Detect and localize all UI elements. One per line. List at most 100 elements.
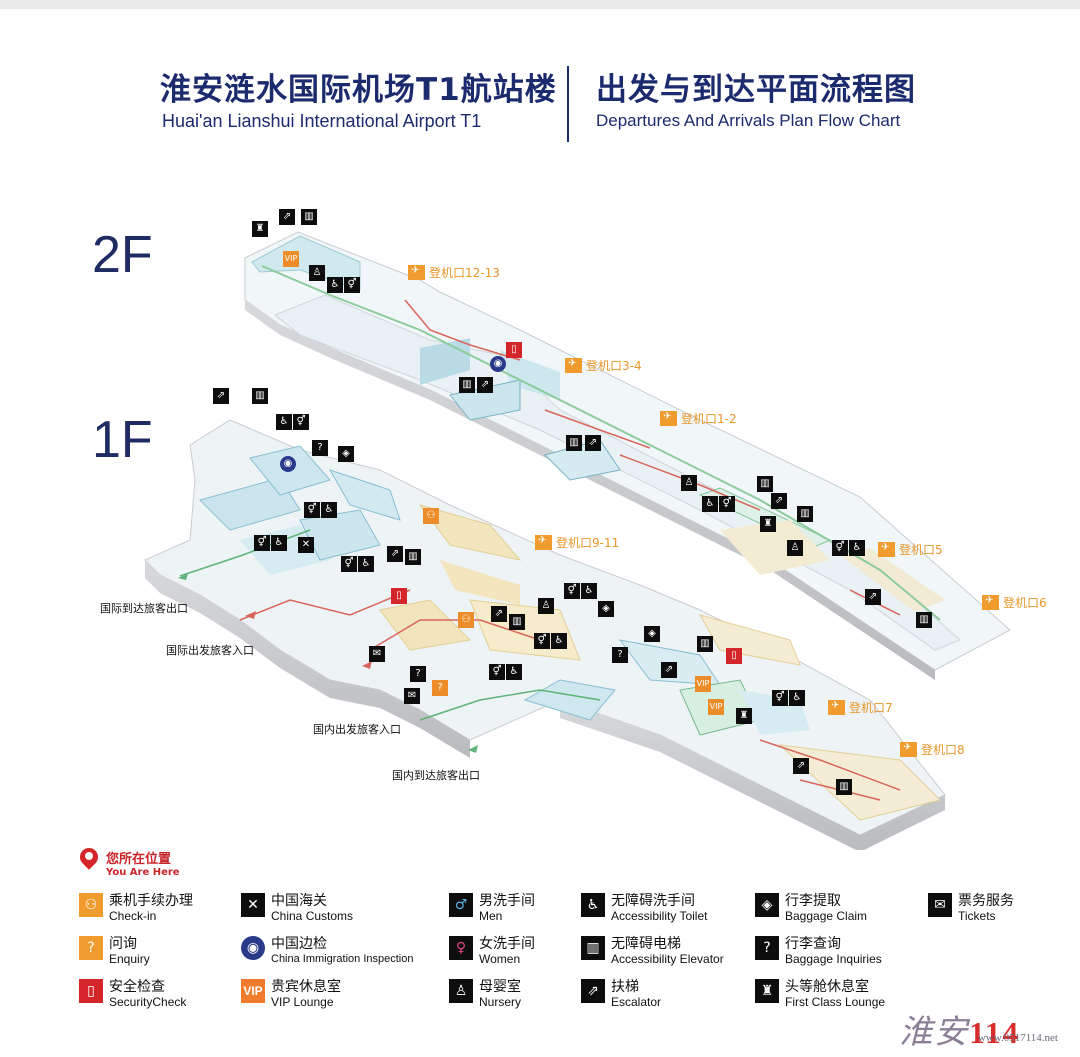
escalator-icon: ⇗: [491, 606, 507, 622]
nursery-icon: ♙: [449, 979, 473, 1003]
dom-arrival-exit-label: 国内到达旅客出口: [392, 769, 480, 782]
restroom-icon: ⚥: [489, 664, 505, 680]
accessibility-elevator-icon: ▥: [916, 612, 932, 628]
restroom-icon: ⚥: [719, 496, 735, 512]
security-check-icon: ▯: [79, 979, 103, 1003]
first-class-lounge-icon: ♜: [760, 516, 776, 532]
location-pin-icon: [79, 848, 99, 872]
accessibility-elevator-icon: ▥: [757, 476, 773, 492]
accessibility-toilet-icon: ♿: [271, 535, 287, 551]
nursery-icon: ♙: [538, 598, 554, 614]
restroom-icon: ⚥: [832, 540, 848, 556]
men-restroom-icon: ♂: [449, 893, 473, 917]
plane-icon: [660, 411, 677, 426]
you-are-here-legend: 您所在位置 You Are Here: [79, 848, 180, 878]
floor-2f-structure: [244, 231, 1011, 680]
chart-title-cn: 出发与到达平面流程图: [596, 72, 916, 108]
escalator-icon: ⇗: [477, 377, 493, 393]
first-class-lounge-icon: ♜: [755, 979, 779, 1003]
first-class-lounge-icon: ♜: [252, 221, 268, 237]
nursery-icon: ♙: [681, 475, 697, 491]
terminal-title-en: Huai'an Lianshui International Airport T…: [162, 111, 482, 131]
restroom-icon: ⚥: [341, 556, 357, 572]
gate-8-label: 登机口8: [900, 741, 965, 758]
accessibility-toilet-icon: ♿: [358, 556, 374, 572]
accessibility-toilet-icon: ♿: [321, 502, 337, 518]
gate-6-label: 登机口6: [982, 594, 1047, 611]
gate-1-2-label: 登机口1-2: [660, 410, 737, 427]
accessibility-toilet-icon: ♿: [849, 540, 865, 556]
plane-icon: [982, 595, 999, 610]
accessibility-elevator-icon: ▥: [797, 506, 813, 522]
dom-arrival-arrow: [468, 745, 478, 753]
plane-icon: [408, 265, 425, 280]
restroom-icon: ⚥: [534, 633, 550, 649]
plane-icon: [900, 742, 917, 757]
dom-departure-arrow: [362, 661, 372, 669]
intl-departure-entry-label: 国际出发旅客入口: [166, 644, 254, 657]
baggage-claim-icon: ◈: [755, 893, 779, 917]
immigration-icon: ◉: [490, 356, 506, 372]
terminal-floor-map: [144, 231, 1011, 850]
gate-12-13-label: 登机口12-13: [408, 264, 500, 281]
watermark-url: www.0517114.net: [977, 1032, 1058, 1044]
vip-lounge-icon: VIP: [695, 676, 711, 692]
escalator-icon: ⇗: [585, 435, 601, 451]
baggage-inquiries-icon: ?: [312, 440, 328, 456]
accessibility-toilet-icon: ♿: [276, 414, 292, 430]
plane-icon: [565, 358, 582, 373]
immigration-icon: ◉: [241, 936, 265, 960]
intl-arrival-arrow: [178, 574, 188, 580]
escalator-icon: ⇗: [771, 493, 787, 509]
gate-5-label: 登机口5: [878, 541, 943, 558]
vip-lounge-icon: VIP: [241, 979, 265, 1003]
baggage-claim-icon: ◈: [338, 446, 354, 462]
plane-icon: [878, 542, 895, 557]
restroom-icon: ⚥: [772, 690, 788, 706]
accessibility-toilet-icon: ♿: [581, 893, 605, 917]
baggage-inquiries-icon: ?: [410, 666, 426, 682]
escalator-icon: ⇗: [793, 758, 809, 774]
escalator-icon: ⇗: [865, 589, 881, 605]
accessibility-toilet-icon: ♿: [789, 690, 805, 706]
accessibility-elevator-icon: ▥: [836, 779, 852, 795]
escalator-icon: ⇗: [581, 979, 605, 1003]
accessibility-elevator-icon: ▥: [509, 614, 525, 630]
check-in-icon: ⚇: [79, 893, 103, 917]
immigration-icon: ◉: [280, 456, 296, 472]
vip-lounge-icon: VIP: [283, 251, 299, 267]
accessibility-elevator-icon: ▥: [459, 377, 475, 393]
baggage-inquiries-icon: ?: [755, 936, 779, 960]
plane-icon: [535, 535, 552, 550]
security-check-icon: ▯: [726, 648, 742, 664]
dom-departure-entry-label: 国内出发旅客入口: [313, 723, 401, 736]
security-check-icon: ▯: [391, 588, 407, 604]
baggage-claim-icon: ◈: [598, 601, 614, 617]
baggage-claim-icon: ◈: [644, 626, 660, 642]
watermark-logo: 淮安114: [899, 1015, 1020, 1051]
restroom-icon: ⚥: [564, 583, 580, 599]
baggage-inquiries-icon: ?: [612, 647, 628, 663]
restroom-icon: ⚥: [254, 535, 270, 551]
restroom-icon: ⚥: [293, 414, 309, 430]
enquiry-icon: ?: [432, 680, 448, 696]
accessibility-elevator-icon: ▥: [405, 549, 421, 565]
escalator-icon: ⇗: [661, 662, 677, 678]
women-restroom-icon: ♀: [449, 936, 473, 960]
vip-lounge-icon: VIP: [708, 699, 724, 715]
intl-departure-arrow: [245, 611, 256, 619]
accessibility-toilet-icon: ♿: [551, 633, 567, 649]
customs-icon: ✕: [298, 537, 314, 553]
